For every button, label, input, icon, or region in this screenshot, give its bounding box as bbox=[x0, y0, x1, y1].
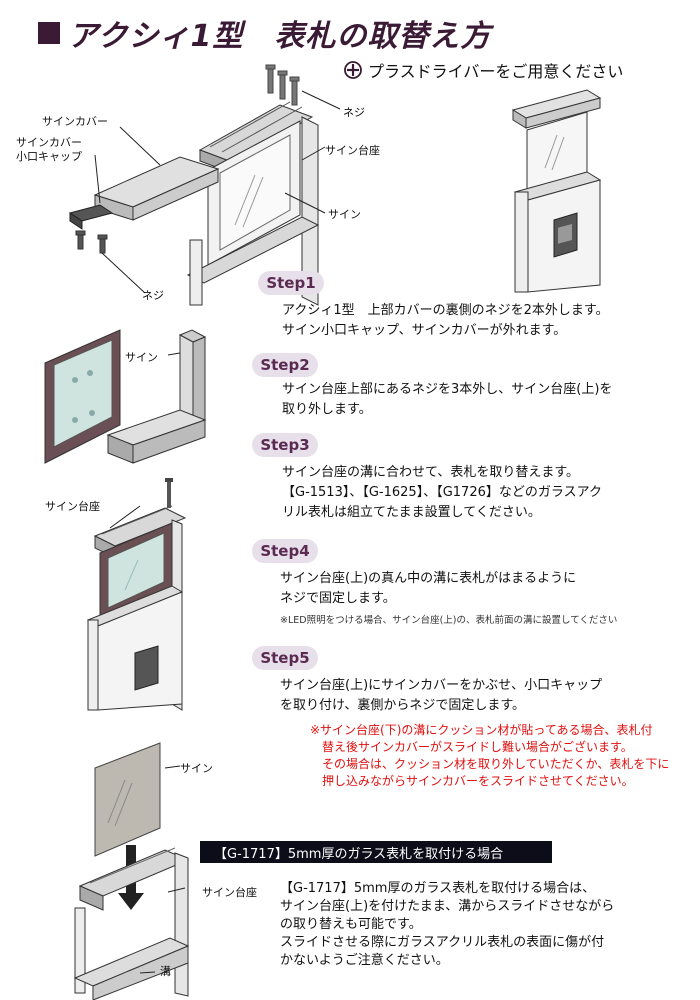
step1-badge: Step1 bbox=[258, 271, 324, 295]
step3-badge: Step3 bbox=[252, 433, 318, 457]
label-sign-base-top: サイン台座 bbox=[325, 144, 380, 157]
label-sign-base-g1717: サイン台座 bbox=[202, 886, 257, 899]
step2-badge: Step2 bbox=[252, 353, 318, 377]
label-sign-cover-cap: サインカバー 小口キャップ bbox=[16, 136, 82, 163]
step5-badge: Step5 bbox=[252, 646, 318, 670]
label-sign-top: サイン bbox=[328, 208, 361, 221]
tool-note: プラスドライバーをご用意ください bbox=[344, 58, 623, 82]
page-title: アクシィ1型 表札の取替え方 bbox=[68, 19, 492, 54]
label-sign-cover: サインカバー bbox=[42, 115, 108, 128]
tool-note-text: プラスドライバーをご用意ください bbox=[368, 62, 624, 81]
step3-text: サイン台座の溝に合わせて、表札を取り替えます。 【G-1513】、【G-1625… bbox=[282, 465, 602, 520]
step1-text: アクシィ1型 上部カバーの裏側のネジを2本外します。 サイン小口キャップ、サイン… bbox=[282, 303, 609, 338]
label-sign-g1717: サイン bbox=[180, 762, 213, 775]
g1717-banner: 【G-1717】5mm厚のガラス表札を取付ける場合 bbox=[200, 841, 552, 863]
step3-diagram bbox=[86, 478, 187, 711]
g1717-text: 【G-1717】5mm厚のガラス表札を取付ける場合は、 サイン台座(上)を付けた… bbox=[280, 881, 615, 968]
label-groove: 溝 bbox=[160, 965, 171, 978]
step4-badge: Step4 bbox=[252, 539, 318, 563]
label-screw-top: ネジ bbox=[343, 106, 365, 119]
g1717-diagram bbox=[73, 742, 190, 1000]
label-screw-bottom: ネジ bbox=[142, 289, 164, 302]
step4-text: サイン台座(上)の真ん中の溝に表札がはまるように ネジで固定します。 bbox=[280, 571, 577, 606]
page-title-block: アクシィ1型 表札の取替え方 bbox=[38, 10, 491, 56]
label-sign-base-step3: サイン台座 bbox=[45, 500, 100, 513]
cushion-warning: ※サイン台座(下)の溝にクッション材が貼ってある場合、表札付 替え後サインカバー… bbox=[310, 723, 670, 788]
label-sign-step2: サイン bbox=[125, 351, 158, 364]
step2-diagram bbox=[44, 329, 207, 464]
step2-text: サイン台座上部にあるネジを3本外し、サイン台座(上)を 取り外します。 bbox=[282, 382, 613, 417]
phillips-screwdriver-icon bbox=[344, 61, 362, 79]
step4-note: ※LED照明をつける場合、サイン台座(上)の、表札前面の溝に設置してください bbox=[280, 615, 618, 626]
step5-text: サイン台座(上)にサインカバーをかぶせ、小口キャップ を取り付け、裏側からネジで… bbox=[280, 678, 603, 713]
assembled-post-diagram bbox=[511, 89, 602, 293]
exploded-diagram bbox=[68, 64, 341, 306]
title-square-bullet bbox=[38, 22, 60, 44]
